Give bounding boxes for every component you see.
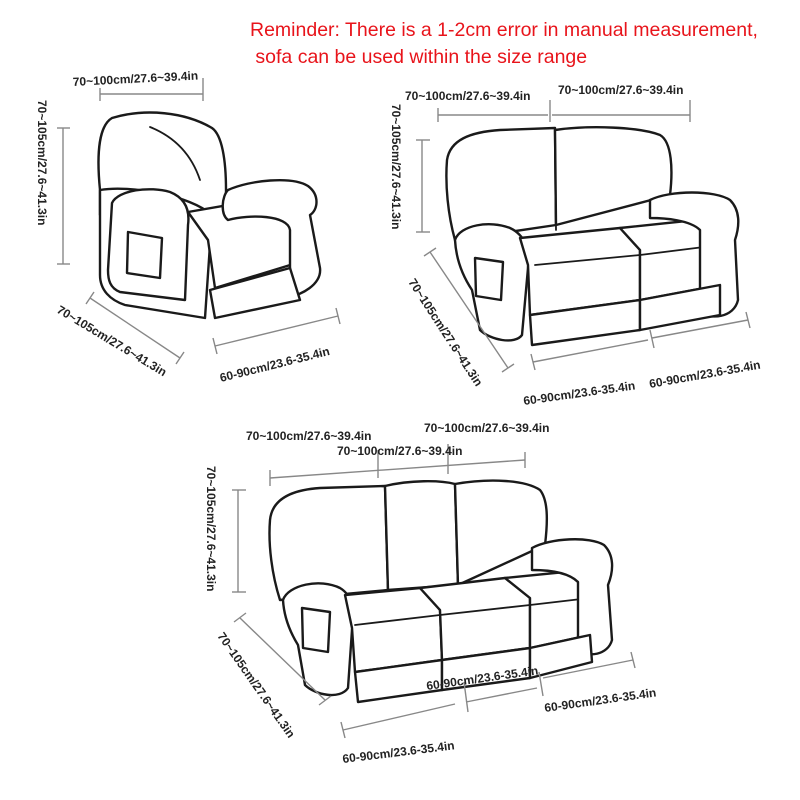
single-seat-dimension: 60-90cm/23.6-35.4in [212,307,341,385]
single-height-dimension: 70~105cm/27.6~41.3in [35,100,70,265]
two-seat-height-label: 70~105cm/27.6~41.3in [389,104,403,229]
three-seat-width-dimension: 70~100cm/27.6~39.4in 70~100cm/27.6~39.4i… [246,421,549,486]
single-recliner: 70~100cm/27.6~39.4in 70~105cm/27.6~41.3i… [35,68,341,385]
two-seat-seat-label-left: 60-90cm/23.6-35.4in [522,378,636,408]
three-seat-seat-label-right: 60-90cm/23.6-35.4in [543,685,657,715]
single-width-label: 70~100cm/27.6~39.4in [72,68,198,89]
two-seat-seat-label-right: 60-90cm/23.6-35.4in [648,358,761,391]
two-seat-width-dimension: 70~100cm/27.6~39.4in 70~100cm/27.6~39.4i… [405,83,691,122]
three-seat-width-label-left: 70~100cm/27.6~39.4in [246,429,371,443]
two-seat-height-dimension: 70~105cm/27.6~41.3in [389,104,430,233]
three-seat-outline [268,479,614,704]
three-seat-height-dimension: 70~105cm/27.6~41.3in [204,466,246,593]
reminder-line-1: Reminder: There is a 1-2cm error in manu… [250,19,758,41]
three-seat-depth-label: 70~105cm/27.6~41.3in [215,630,298,741]
single-recliner-outline [97,111,322,320]
two-seat-sofa: 70~100cm/27.6~39.4in 70~100cm/27.6~39.4i… [389,83,762,408]
three-seat-seat-label-bottom: 60-90cm/23.6-35.4in [342,738,456,766]
single-width-dimension: 70~100cm/27.6~39.4in [72,68,204,101]
reminder-line-2: sofa can be used within the size range [250,46,588,68]
two-seat-width-label-left: 70~100cm/27.6~39.4in [405,89,530,103]
three-seat-width-label-right: 70~100cm/27.6~39.4in [424,421,549,435]
two-seat-outline [445,126,740,347]
three-seat-width-label-middle: 70~100cm/27.6~39.4in [337,444,462,458]
single-depth-label: 70~105cm/27.6~41.3in [54,303,169,380]
two-seat-width-label-right: 70~100cm/27.6~39.4in [558,83,683,97]
single-height-label: 70~105cm/27.6~41.3in [35,100,49,225]
three-seat-height-label: 70~105cm/27.6~41.3in [204,466,218,591]
single-seat-label: 60-90cm/23.6-35.4in [218,344,331,385]
three-seat-sofa: 70~100cm/27.6~39.4in 70~100cm/27.6~39.4i… [204,421,657,766]
reminder-note: Reminder: There is a 1-2cm error in manu… [250,17,795,71]
